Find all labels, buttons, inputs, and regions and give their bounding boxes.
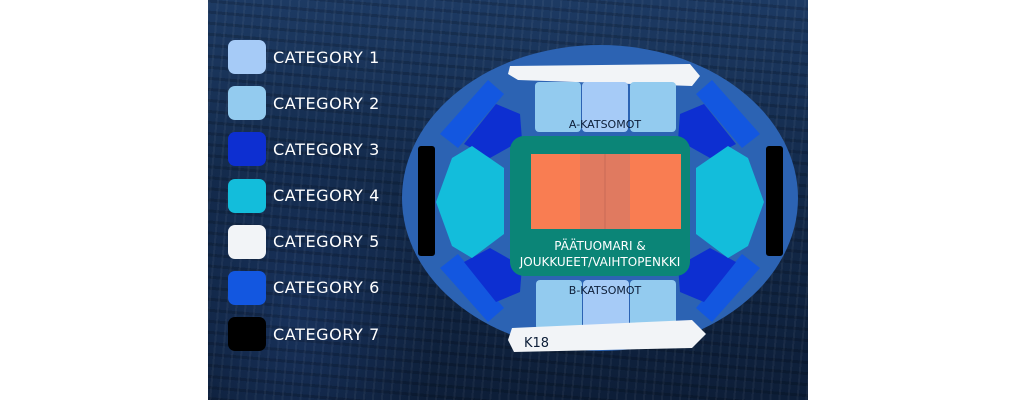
legend-item-category-2: CATEGORY 2 [228, 86, 380, 121]
legend-swatch [228, 86, 266, 121]
legend-label: CATEGORY 2 [273, 93, 380, 113]
legend-swatch [228, 132, 266, 167]
seat-section-bottom-right-inner[interactable] [678, 248, 736, 302]
legend-item-category-5: CATEGORY 5 [228, 224, 380, 259]
legend-swatch [228, 178, 266, 213]
legend-label: CATEGORY 1 [273, 47, 380, 67]
bench-label-line-1: PÄÄTUOMARI & [554, 238, 645, 253]
legend-label: CATEGORY 5 [273, 232, 380, 252]
legend-item-category-7: CATEGORY 7 [228, 317, 380, 352]
seat-section-bottom-left-inner[interactable] [464, 248, 522, 302]
legend-label: CATEGORY 4 [273, 186, 380, 206]
seat-section-a-left[interactable] [535, 82, 581, 132]
seat-section-b-left[interactable] [536, 280, 582, 330]
seat-section-right-bar[interactable] [766, 146, 783, 256]
legend-item-category-3: CATEGORY 3 [228, 132, 380, 167]
legend-label: CATEGORY 3 [273, 139, 380, 159]
seat-section-top-curve[interactable] [508, 64, 700, 86]
stand-a-label: A-KATSOMOT [569, 118, 641, 131]
legend-swatch [228, 40, 266, 74]
seat-section-top-right-outer[interactable] [696, 80, 760, 148]
seat-section-a-right[interactable] [630, 82, 676, 132]
stand-b-label: B-KATSOMOT [569, 284, 642, 297]
seat-section-left-wing[interactable] [436, 146, 504, 258]
category-legend: CATEGORY 1 CATEGORY 2 CATEGORY 3 CATEGOR… [228, 40, 380, 363]
seat-section-b-right[interactable] [630, 280, 676, 330]
seat-section-top-right-inner[interactable] [678, 104, 736, 158]
seat-section-left-bar[interactable] [418, 146, 435, 256]
seat-section-a-center[interactable] [582, 82, 628, 132]
seat-section-bottom-left-outer[interactable] [440, 254, 504, 322]
legend-swatch [228, 317, 266, 352]
seat-section-bottom-right-outer[interactable] [696, 254, 760, 322]
legend-swatch [228, 224, 266, 259]
legend-item-category-1: CATEGORY 1 [228, 40, 380, 74]
legend-item-category-6: CATEGORY 6 [228, 270, 380, 305]
k18-label: K18 [524, 336, 549, 351]
legend-label: CATEGORY 6 [273, 278, 380, 298]
seat-section-b-center[interactable] [583, 280, 629, 330]
seat-section-k18[interactable] [508, 320, 706, 352]
legend-swatch [228, 270, 266, 305]
seat-section-right-wing[interactable] [696, 146, 764, 258]
bench-label-line-2: JOUKKUEET/VAIHTOPENKKI [519, 255, 681, 269]
legend-item-category-4: CATEGORY 4 [228, 178, 380, 213]
seat-section-top-left-inner[interactable] [464, 104, 522, 158]
seat-section-top-left-outer[interactable] [440, 80, 504, 148]
seating-map: A-KATSOMOT B-KATSOMOT PÄÄTUOMARI & JOUKK… [402, 45, 798, 352]
legend-label: CATEGORY 7 [273, 324, 380, 344]
